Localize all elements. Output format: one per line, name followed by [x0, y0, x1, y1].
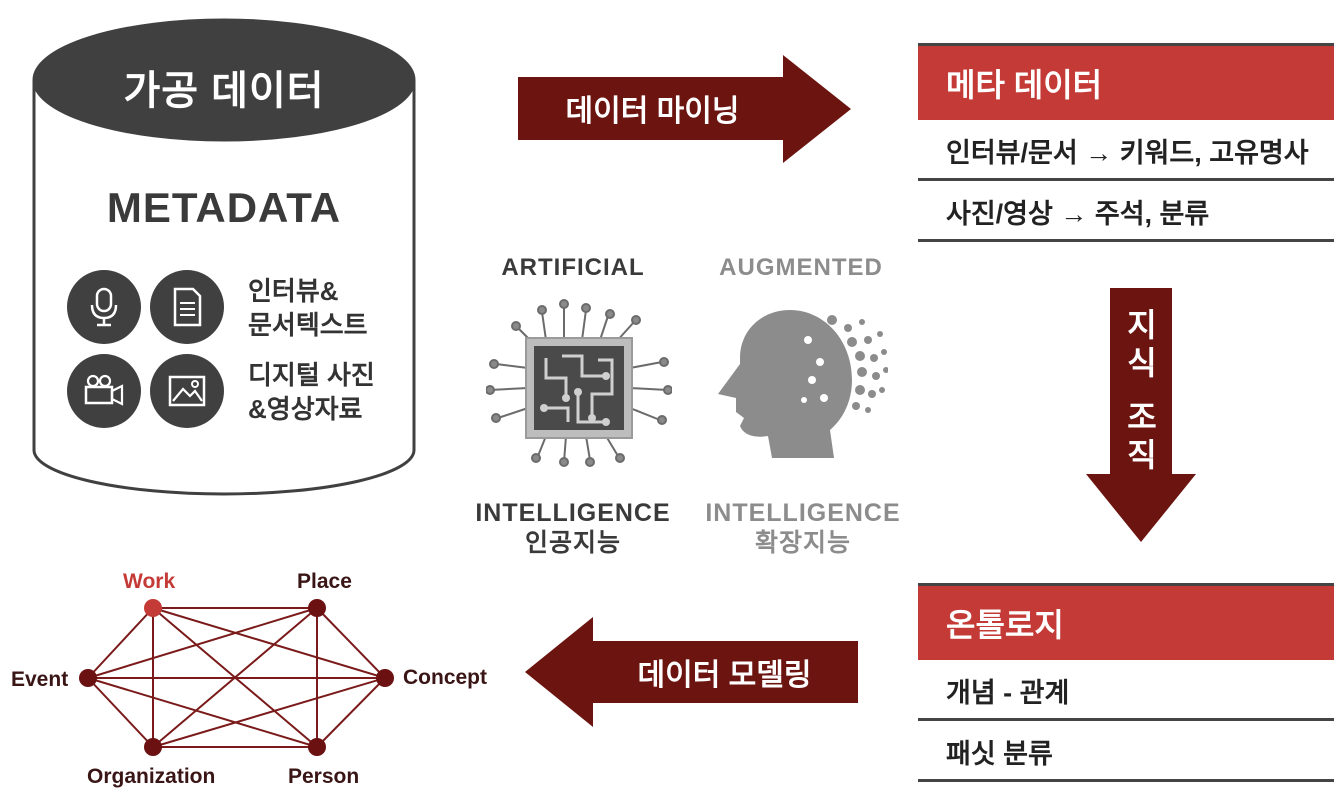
node-label-work: Work [123, 570, 176, 593]
ai-chip-icon [486, 299, 672, 467]
augmented-label: AUGMENTED [719, 254, 883, 281]
knowledge-char-1: 지 [1127, 307, 1157, 343]
video-camera-icon [67, 354, 141, 428]
node-work [144, 599, 162, 617]
processed-data-title: 가공 데이터 [123, 69, 325, 113]
node-concept [376, 669, 394, 687]
ontology-network-graph [79, 599, 394, 756]
metadata-subtitle: METADATA [106, 184, 342, 231]
node-label-concept: Concept [403, 666, 487, 689]
document-icon [150, 270, 224, 344]
artificial-intelligence-ko: 인공지능 [524, 529, 621, 557]
node-label-place: Place [297, 570, 352, 593]
knowledge-arrow [1086, 288, 1196, 542]
photo-label-line2: &영상자료 [248, 394, 363, 424]
metadata-panel-top-border [918, 43, 1334, 46]
metadata-panel-title: 메타 데이터 [918, 46, 1334, 120]
image-icon [150, 354, 224, 428]
ontology-panel-title: 온톨로지 [918, 586, 1334, 660]
metadata-row-photo: 사진/영상 → 주석, 분류 [918, 184, 1334, 242]
interview-label: 인터뷰& 문서텍스트 [248, 274, 368, 342]
mining-arrow-label: 데이터 마이닝 [565, 95, 740, 128]
augmented-head-icon [718, 310, 888, 458]
knowledge-char-4: 직 [1127, 437, 1157, 473]
artificial-intelligence-en: INTELLIGENCE [475, 499, 671, 527]
mining-arrow [518, 55, 851, 163]
node-event [79, 669, 97, 687]
augmented-intelligence-ko: 확장지능 [754, 529, 851, 557]
knowledge-arrow-label: 지 식 조 직 [1114, 306, 1170, 474]
interview-label-line2: 문서텍스트 [248, 310, 368, 340]
modeling-arrow-label: 데이터 모델링 [637, 659, 812, 692]
microphone-icon [67, 270, 141, 344]
node-organization [144, 738, 162, 756]
ontology-row-concept: 개념 - 관계 [918, 663, 1334, 721]
modeling-arrow [525, 617, 858, 727]
node-label-event: Event [11, 668, 69, 691]
augmented-intelligence-en: INTELLIGENCE [705, 499, 901, 527]
knowledge-char-2: 식 [1127, 345, 1157, 381]
node-label-organization: Organization [87, 765, 216, 788]
interview-label-line1: 인터뷰& [248, 276, 339, 306]
ontology-row-facet: 패싯 분류 [918, 724, 1334, 782]
node-label-person: Person [288, 765, 360, 788]
ontology-panel-top-border [918, 583, 1334, 586]
photo-label-line1: 디지털 사진 [248, 360, 375, 390]
node-person [308, 738, 326, 756]
augmented-intelligence-label: INTELLIGENCE 확장지능 [700, 498, 906, 558]
knowledge-char-3: 조 [1127, 399, 1157, 435]
node-place [308, 599, 326, 617]
metadata-row-interview: 인터뷰/문서 → 키워드, 고유명사 [918, 123, 1334, 181]
artificial-intelligence-label: INTELLIGENCE 인공지능 [470, 498, 676, 558]
artificial-label: ARTIFICIAL [501, 254, 645, 281]
photo-label: 디지털 사진 &영상자료 [248, 358, 375, 426]
